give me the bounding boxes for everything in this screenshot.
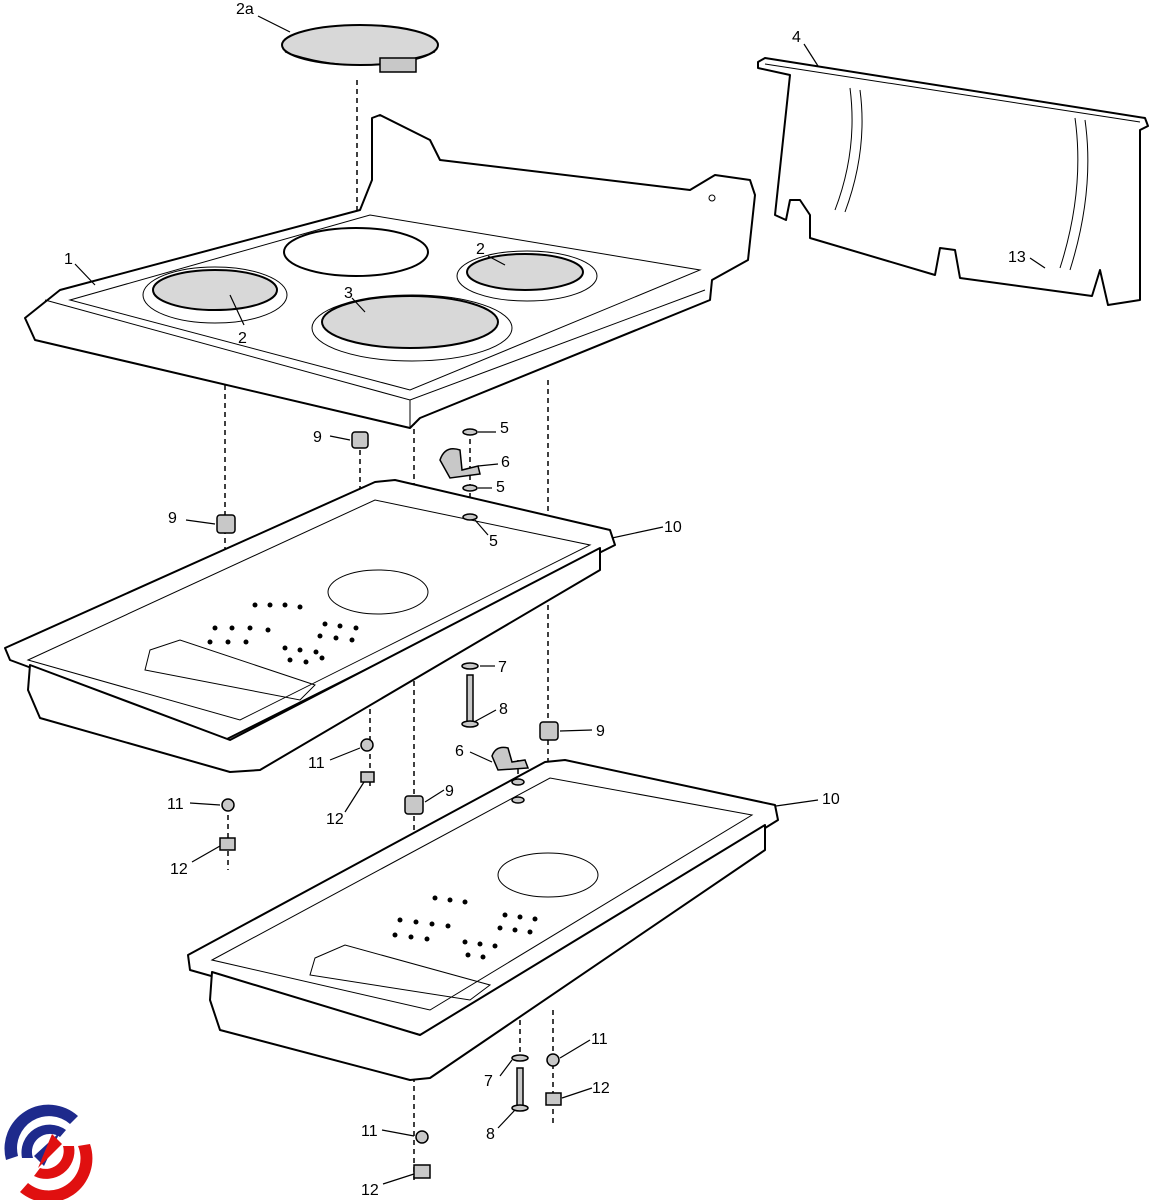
back-panel bbox=[757, 57, 1149, 306]
callout-9: 9 bbox=[168, 510, 177, 527]
callout-12: 12 bbox=[592, 1080, 610, 1097]
callout-10: 10 bbox=[822, 791, 840, 808]
callout-11: 11 bbox=[591, 1031, 608, 1048]
callout-2: 2 bbox=[476, 241, 485, 258]
burner-2a bbox=[281, 24, 439, 73]
callout-12: 12 bbox=[361, 1182, 379, 1199]
lower-drip-tray bbox=[187, 759, 779, 1081]
cooktop bbox=[24, 114, 756, 429]
vent-holes bbox=[207, 602, 359, 665]
callout-12: 12 bbox=[326, 811, 344, 828]
callout-2: 2 bbox=[238, 330, 247, 347]
callout-11: 11 bbox=[308, 755, 325, 772]
callout-4: 4 bbox=[792, 29, 801, 46]
callout-labels: 2a 4 1 2 3 2 13 9 5 6 5 9 5 10 7 8 9 6 1… bbox=[64, 1, 1026, 1199]
callout-7: 7 bbox=[484, 1073, 493, 1090]
callout-2a: 2a bbox=[236, 1, 254, 18]
callout-9: 9 bbox=[596, 723, 605, 740]
callout-11: 11 bbox=[361, 1123, 378, 1140]
callout-1: 1 bbox=[64, 251, 73, 268]
callout-11: 11 bbox=[167, 796, 184, 813]
callout-6: 6 bbox=[501, 454, 510, 471]
callout-12: 12 bbox=[170, 861, 188, 878]
callout-7: 7 bbox=[498, 659, 507, 676]
callout-8: 8 bbox=[499, 701, 508, 718]
callout-3: 3 bbox=[344, 285, 353, 302]
callout-8: 8 bbox=[486, 1126, 495, 1143]
callout-9: 9 bbox=[445, 783, 454, 800]
upper-drip-tray bbox=[4, 479, 616, 773]
brand-logo bbox=[4, 1104, 93, 1200]
callout-5: 5 bbox=[496, 479, 505, 496]
callout-9: 9 bbox=[313, 429, 322, 446]
callout-10: 10 bbox=[664, 519, 682, 536]
callout-6: 6 bbox=[455, 743, 464, 760]
callout-5: 5 bbox=[489, 533, 498, 550]
vent-holes bbox=[392, 895, 538, 960]
callout-13: 13 bbox=[1008, 249, 1026, 266]
leader-lines bbox=[74, 15, 1046, 1185]
hardware bbox=[216, 428, 562, 1179]
callout-5: 5 bbox=[500, 420, 509, 437]
